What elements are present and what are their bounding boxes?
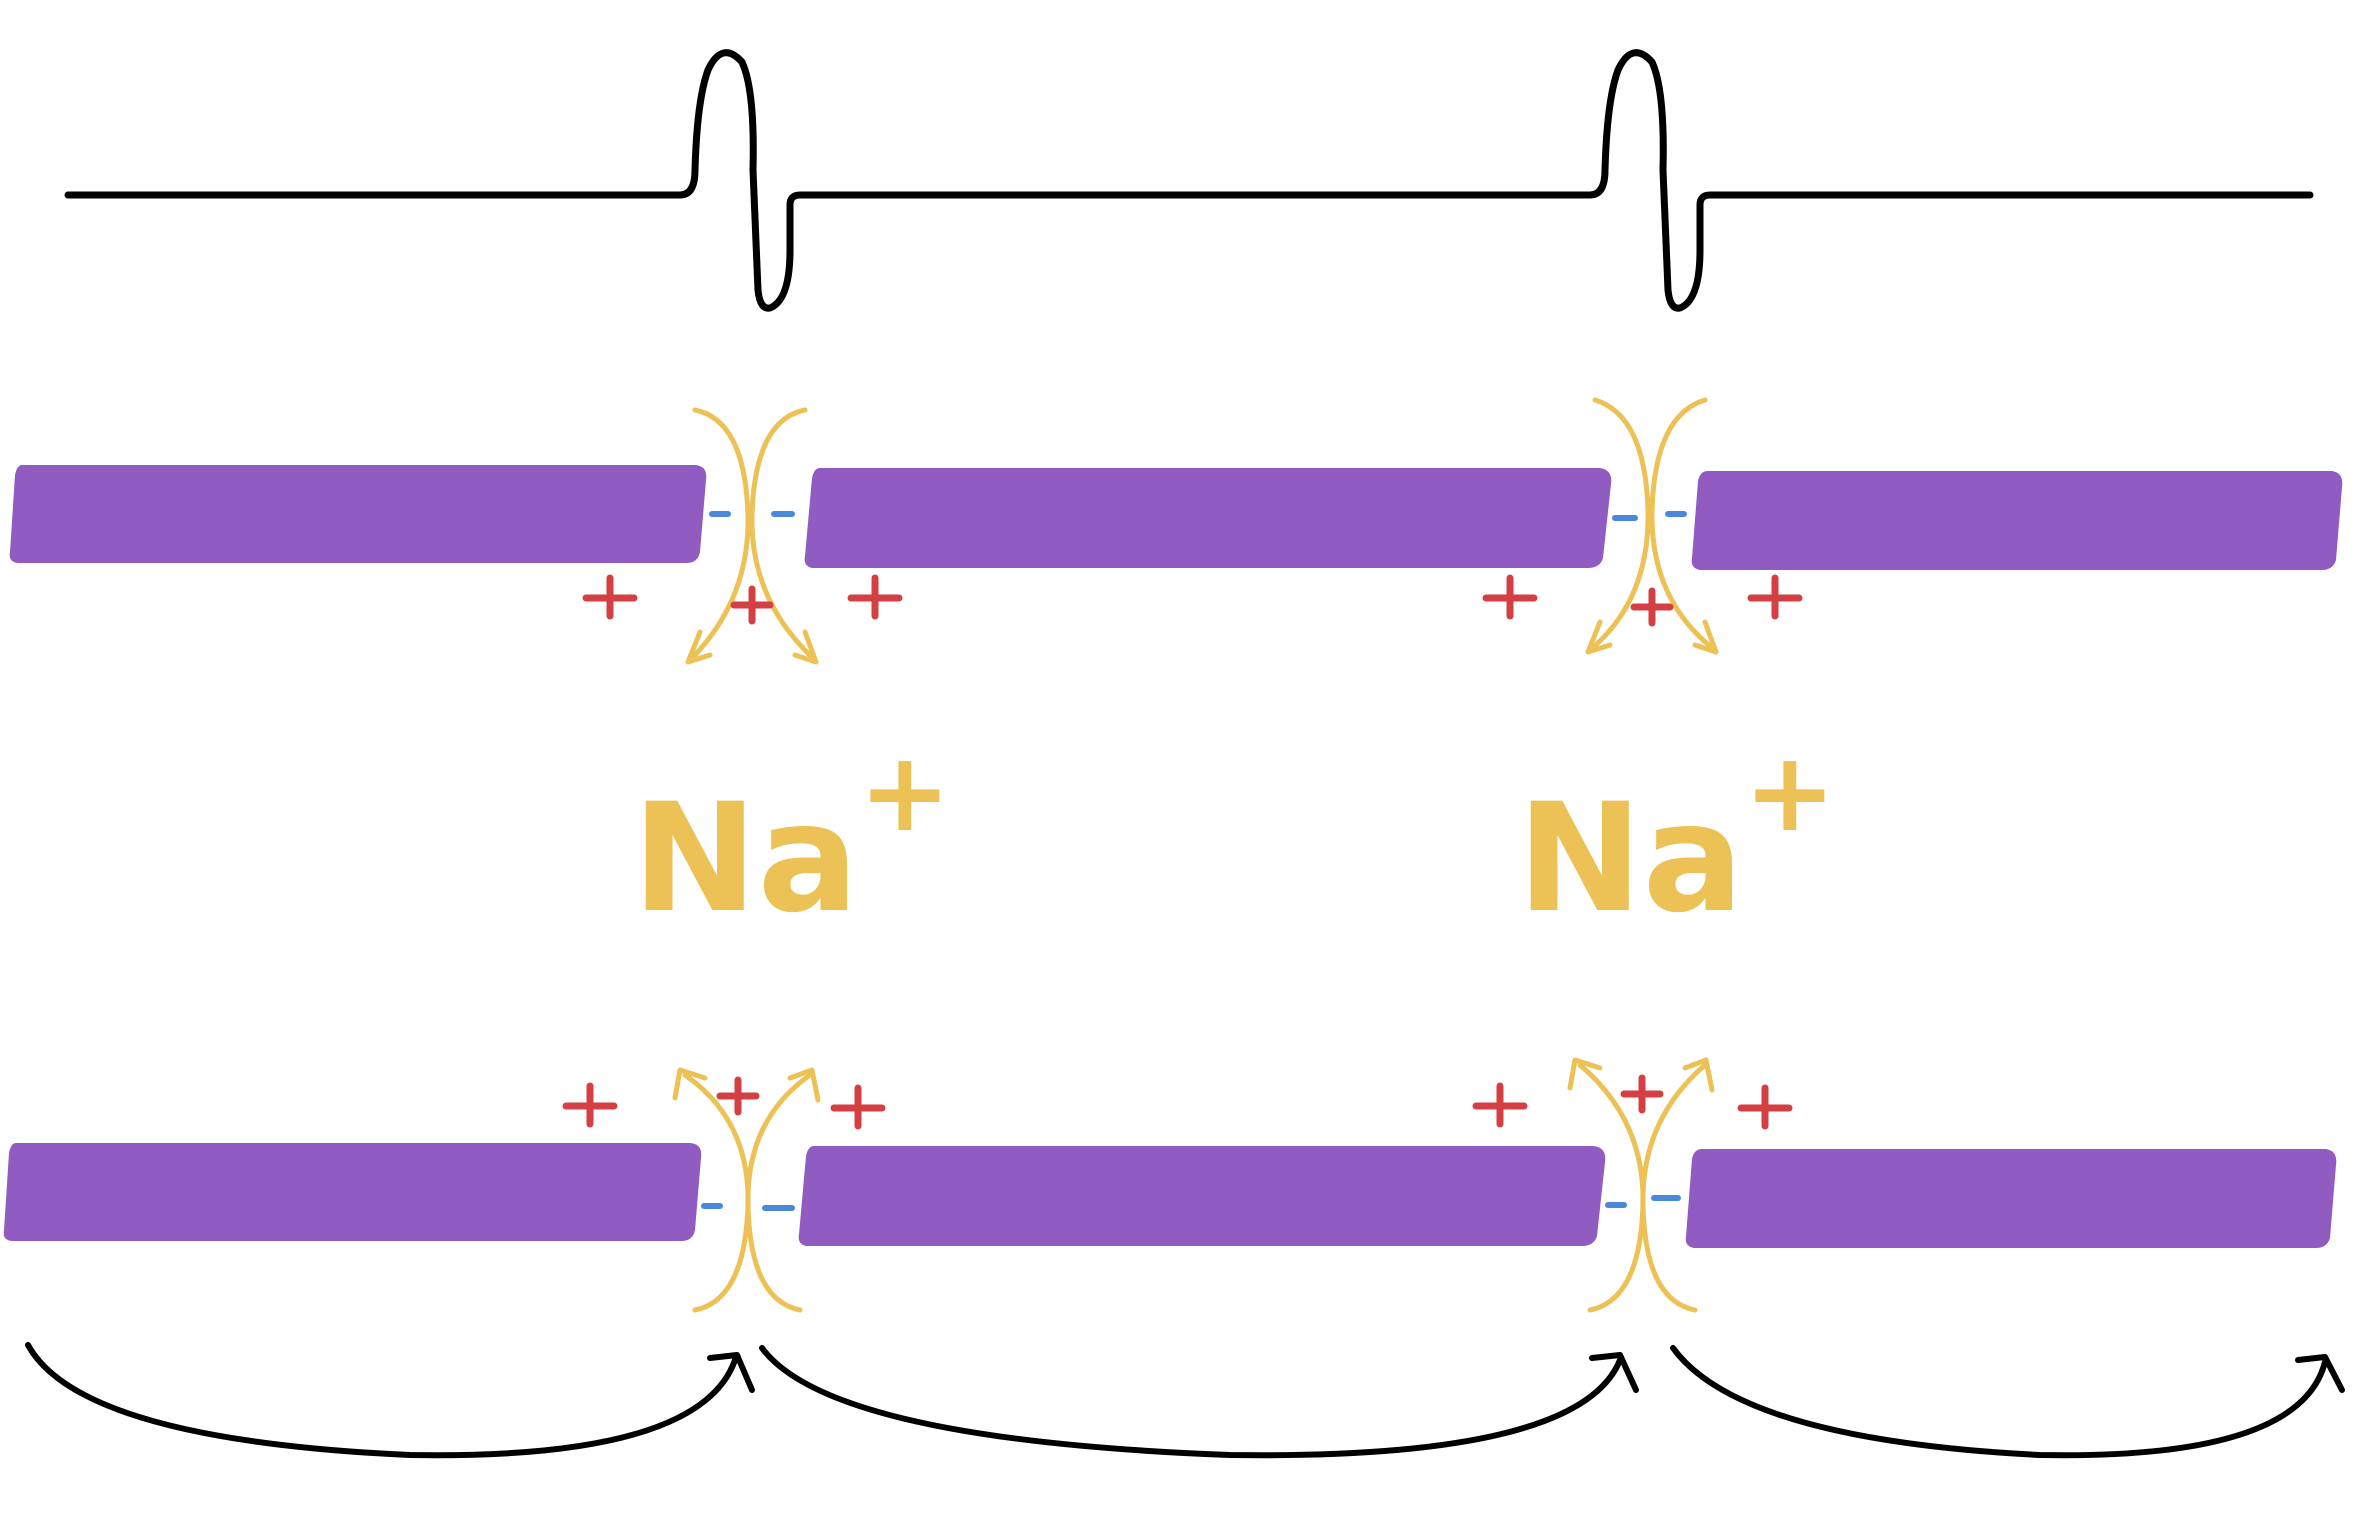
- myelin-segment: [3, 1143, 702, 1241]
- action-potential-trace: [64, 49, 2314, 312]
- myelin-segment: [804, 468, 1612, 568]
- jump-arrow-1: [25, 1342, 738, 1459]
- bottom-positive-charges: [562, 1074, 1793, 1130]
- node-1-current-top: [685, 407, 819, 665]
- myelin-segment: [9, 465, 707, 563]
- sodium-label-left: Na+: [632, 728, 951, 946]
- jump-arrow-2: [759, 1345, 1623, 1459]
- top-negative-charges: [709, 511, 1687, 521]
- node-2-current-bottom: [1567, 1057, 1715, 1313]
- node-2-current-top: [1585, 397, 1719, 655]
- bottom-axon-row: [3, 1143, 2337, 1248]
- bottom-negative-charges: [701, 1195, 1681, 1211]
- myelin-segment: [798, 1146, 1606, 1246]
- node-1-current-bottom: [672, 1067, 821, 1313]
- sodium-label-right: Na+: [1517, 728, 1836, 946]
- myelin-segment: [1691, 471, 2343, 570]
- jump-arrow-3: [1670, 1345, 2328, 1459]
- saltatory-jump-arrows: [25, 1342, 2345, 1459]
- top-axon-row: [9, 465, 2343, 570]
- myelin-segment: [1685, 1149, 2337, 1248]
- top-positive-charges: [582, 574, 1803, 627]
